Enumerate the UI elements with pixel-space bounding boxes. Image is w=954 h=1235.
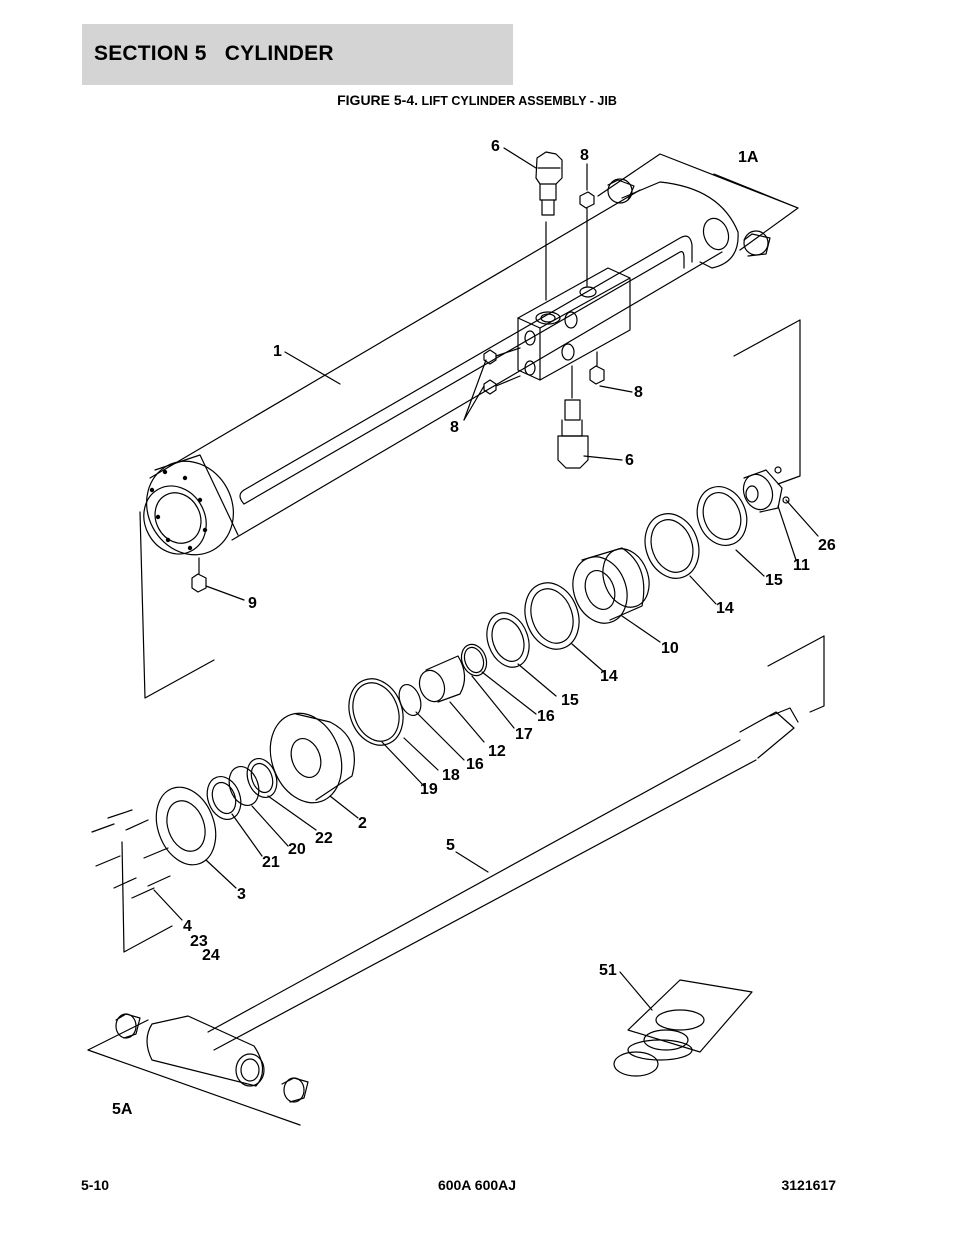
- callout-22: 22: [315, 830, 333, 847]
- callout-15-upper: 15: [765, 572, 783, 589]
- callout-5: 5: [446, 837, 455, 854]
- callout-11: 11: [793, 557, 810, 574]
- callout-23: 23: [190, 933, 208, 950]
- callout-8-upper: 8: [580, 147, 589, 164]
- callout-19: 19: [420, 781, 438, 798]
- callout-3: 3: [237, 886, 246, 903]
- section-header-box: [82, 24, 513, 85]
- callout-2: 2: [358, 815, 367, 832]
- section-title: SECTION 5 CYLINDER: [94, 42, 334, 65]
- bracket-lines: [87, 319, 825, 1126]
- fitting-upper: [535, 151, 563, 301]
- callout-10: 10: [661, 640, 679, 657]
- model-numbers: 600A 600AJ: [437, 1177, 517, 1193]
- callout-21: 21: [262, 854, 280, 871]
- piston-rod: [115, 707, 799, 1103]
- piston-assembly: [91, 466, 790, 899]
- seal-kit: [613, 979, 753, 1077]
- callout-17: 17: [515, 726, 533, 743]
- callout-16-lower: 16: [466, 756, 484, 773]
- callout-6-lower: 6: [625, 452, 634, 469]
- figure-title: FIGURE 5-4. LIFT CYLINDER ASSEMBLY - JIB: [0, 92, 954, 110]
- callout-14-lower: 14: [600, 668, 618, 685]
- callout-20: 20: [288, 841, 306, 858]
- callout-6-upper: 6: [491, 138, 500, 155]
- callout-9: 9: [248, 595, 257, 612]
- callout-15-lower: 15: [561, 692, 579, 709]
- callout-leader-lines: [153, 147, 819, 1011]
- document-number: 3121617: [781, 1177, 836, 1193]
- callout-8-left: 8: [450, 419, 459, 436]
- fitting-lower: [557, 365, 589, 469]
- callout-24: 24: [202, 947, 220, 964]
- callout-1A: 1A: [738, 149, 759, 166]
- plug-items-8: [483, 191, 605, 395]
- callout-18: 18: [442, 767, 460, 784]
- callout-51: 51: [599, 962, 617, 979]
- callout-12: 12: [488, 743, 506, 760]
- callout-14-upper: 14: [716, 600, 734, 617]
- callout-1: 1: [273, 343, 282, 360]
- figure-number: FIGURE 5-4.: [337, 92, 419, 108]
- page-number: 5-10: [81, 1177, 110, 1193]
- figure-caption: LIFT CYLINDER ASSEMBLY - JIB: [418, 94, 617, 108]
- cylinder-barrel: [143, 153, 799, 556]
- callout-26: 26: [818, 537, 836, 554]
- callout-5A: 5A: [112, 1101, 133, 1118]
- callout-4: 4: [183, 918, 192, 935]
- callout-8-right: 8: [634, 384, 643, 401]
- plug-9: [191, 573, 207, 593]
- callout-16-upper: 16: [537, 708, 555, 725]
